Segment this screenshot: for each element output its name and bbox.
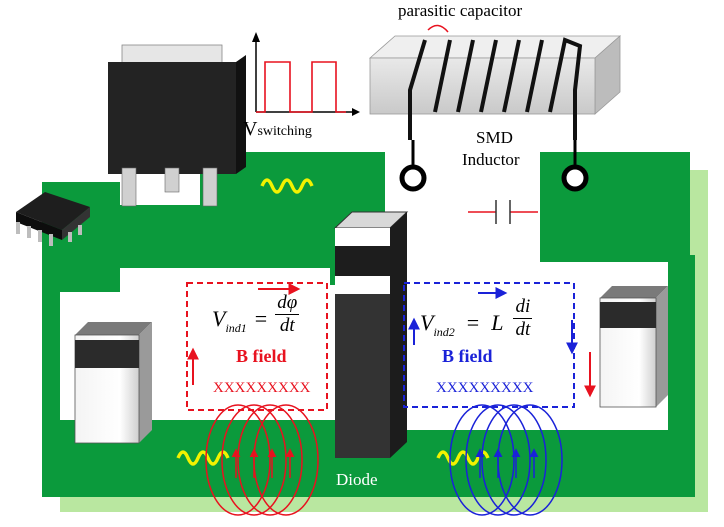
- cin-label: Cin: [90, 296, 115, 315]
- eq-left-equals: =: [254, 306, 268, 332]
- control-ic: [16, 183, 120, 246]
- mosfet: [108, 44, 246, 207]
- eq-left-fraction: dφ dt: [275, 292, 300, 337]
- b-field-right-label: B field: [442, 346, 493, 366]
- equation-left: Vind1 = dφ dt: [212, 292, 300, 345]
- inductor-label: Inductor: [462, 150, 520, 169]
- v-switching-label: Vswitching: [243, 118, 312, 141]
- equation-right: Vind2 = L di dt: [420, 296, 533, 349]
- eq-left-v: V: [212, 306, 226, 332]
- smd-inductor: [368, 24, 622, 192]
- red-field-arrows: [231, 448, 295, 478]
- eq-left-den: dt: [279, 315, 295, 336]
- v-switching-sub: switching: [257, 124, 312, 139]
- eq-right-sub: ind2: [433, 325, 455, 340]
- red-current-loop: [186, 282, 328, 411]
- parasitic-capacitor-symbol: [468, 200, 538, 224]
- cout-capacitor: [599, 286, 668, 408]
- eq-left-num: dφ: [275, 292, 300, 315]
- x-marks-right: XXXXXXXXX: [436, 380, 534, 396]
- x-marks-left: XXXXXXXXX: [213, 380, 311, 396]
- eq-right-coef: L: [491, 310, 504, 336]
- switching-waveform: [252, 32, 360, 116]
- eq-right-den: dt: [515, 319, 531, 340]
- v-switching-main: V: [243, 118, 258, 140]
- blue-field-arrows: [475, 448, 539, 478]
- parasitic-capacitor-label: parasitic capacitor: [398, 1, 523, 20]
- blue-current-loop: [403, 282, 596, 408]
- cout-label: Cout: [613, 260, 647, 279]
- diode-label: Diode: [336, 470, 378, 489]
- eq-left-sub: ind1: [225, 321, 247, 336]
- cin-capacitor: [74, 322, 152, 444]
- eq-right-v: V: [420, 310, 434, 336]
- smd-label: SMD: [476, 128, 513, 147]
- eq-right-equals: =: [466, 310, 480, 336]
- diode: [333, 211, 409, 458]
- eq-right-num: di: [513, 296, 533, 319]
- b-field-left-label: B field: [236, 346, 287, 366]
- eq-right-fraction: di dt: [513, 296, 533, 341]
